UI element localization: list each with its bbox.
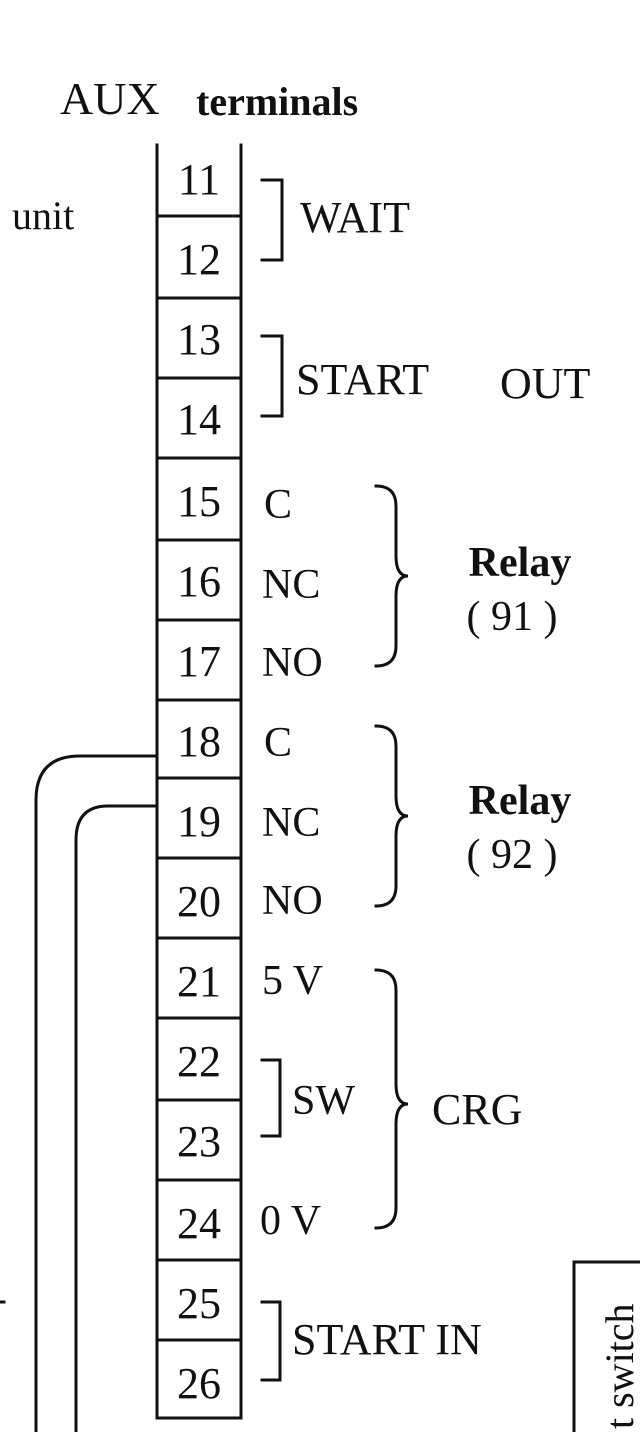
- start-out-out-label: OUT: [500, 359, 591, 408]
- terminal-24: 24: [177, 1199, 221, 1248]
- crg-brace: [374, 968, 409, 1230]
- crg-sw-label: SW: [292, 1078, 355, 1124]
- relay91-name: Relay: [468, 540, 572, 586]
- relay92-name: Relay: [468, 778, 572, 824]
- start-in-label: START IN: [292, 1315, 482, 1364]
- terminal-11: 11: [177, 155, 221, 204]
- wire-18: [34, 754, 159, 1432]
- relay91-id: ( 91 ): [466, 594, 558, 640]
- relay91-nc-label: NC: [262, 562, 321, 608]
- terminal-15: 15: [177, 477, 221, 526]
- start-out-label: START: [296, 355, 430, 404]
- terminal-17: 17: [177, 637, 221, 686]
- relay92-no-label: NO: [262, 878, 323, 924]
- switch-box: [572, 1260, 640, 1432]
- terminal-dividers: [155, 214, 243, 1420]
- terminal-20: 20: [177, 877, 221, 926]
- crg-5v-label: 5 V: [262, 958, 324, 1004]
- wire-19: [74, 804, 159, 1432]
- title-aux: AUX: [60, 73, 160, 124]
- terminal-16: 16: [177, 557, 221, 606]
- title-terminals: terminals: [196, 79, 359, 124]
- wait-label: WAIT: [300, 193, 410, 242]
- crg-label: CRG: [432, 1085, 523, 1134]
- terminal-23: 23: [177, 1117, 221, 1166]
- crg-0v-label: 0 V: [260, 1198, 322, 1244]
- relay91-no-label: NO: [262, 640, 323, 686]
- terminal-18: 18: [177, 717, 221, 766]
- wait-bracket: [260, 178, 284, 262]
- start-out-bracket: [260, 334, 284, 418]
- relay92-id: ( 92 ): [466, 832, 558, 878]
- sw-bracket: [260, 1058, 282, 1138]
- relay92-c-label: C: [264, 720, 293, 766]
- relay91-c-label: C: [264, 482, 293, 528]
- relay92-brace: [374, 724, 409, 908]
- start-in-bracket: [260, 1300, 282, 1382]
- terminal-26: 26: [177, 1359, 221, 1408]
- switch-box-label: t switch: [597, 1303, 638, 1429]
- terminal-13: 13: [177, 315, 221, 364]
- terminal-25: 25: [177, 1279, 221, 1328]
- relay92-nc-label: NC: [262, 800, 321, 846]
- terminal-21: 21: [177, 957, 221, 1006]
- unit-label: unit: [12, 193, 75, 238]
- terminal-12: 12: [177, 235, 221, 284]
- relay91-brace: [374, 484, 409, 668]
- terminal-19: 19: [177, 797, 221, 846]
- terminal-22: 22: [177, 1037, 221, 1086]
- terminal-14: 14: [177, 395, 221, 444]
